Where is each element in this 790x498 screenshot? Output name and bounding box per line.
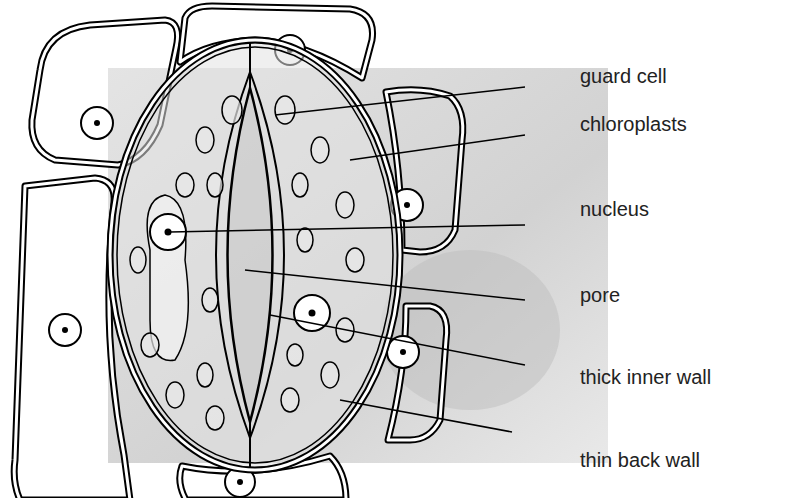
part-label: chloroplasts [580,112,687,136]
part-label: nucleus [580,197,649,221]
part-label: thick inner wall [580,365,711,389]
part-label: pore [580,283,620,307]
part-label: guard cell [580,64,667,88]
part-label: thin back wall [580,448,700,472]
